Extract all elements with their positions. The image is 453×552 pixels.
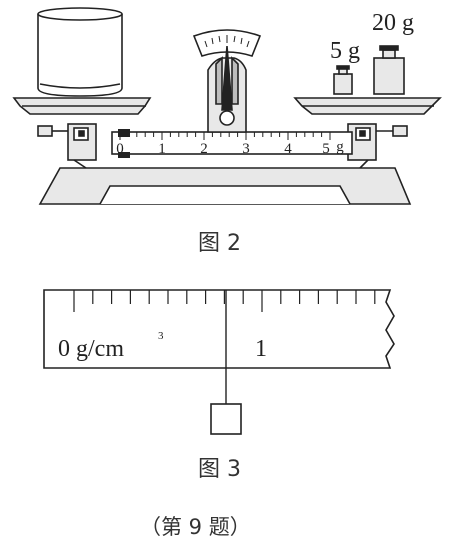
pivot: [219, 110, 235, 126]
balance-diagram: [12, 7, 442, 205]
beam-label-0: 0: [116, 141, 124, 157]
beaker: [37, 7, 123, 97]
indicator-dial: [192, 29, 262, 57]
beam-scale-labels: 0 1 2 3 4 5 g: [116, 139, 344, 157]
beam-scale: [119, 132, 331, 140]
weight-5g: [333, 65, 353, 95]
beam-label-2: 2: [200, 141, 208, 157]
beam-rider: [118, 129, 130, 137]
hanging-block: [210, 403, 242, 435]
balance-beam: [111, 131, 353, 155]
beam-unit-label: g: [336, 139, 344, 155]
left-balance-nut: [37, 125, 53, 137]
ruler-body: [43, 289, 395, 369]
beam-label-5: 5: [322, 141, 330, 157]
question-caption: （第 9 题）: [140, 515, 251, 539]
beam-label-3: 3: [242, 141, 250, 157]
density-ruler: [43, 289, 395, 369]
dial-ticks: [204, 35, 250, 48]
ruler-one-label: 1: [255, 336, 267, 362]
figure3-label: 图 3: [198, 457, 241, 482]
weight-20g-label: 20 g: [372, 10, 414, 36]
ruler-zero-label: 0 g/cm: [58, 336, 124, 362]
figure2-label: 图 2: [198, 231, 241, 256]
right-balance-nut: [392, 125, 408, 137]
ruler-zero-superscript: 3: [158, 330, 164, 342]
beam-label-4: 4: [284, 141, 292, 157]
beam-label-1: 1: [158, 141, 166, 157]
beam-rider-bottom: [118, 152, 130, 158]
weight-20g: [373, 45, 405, 95]
pointer-needle: [221, 45, 233, 111]
ruler-ticks: [73, 290, 376, 312]
balance-base-foot-cutout: [99, 185, 351, 205]
weight-5g-label: 5 g: [330, 38, 360, 64]
